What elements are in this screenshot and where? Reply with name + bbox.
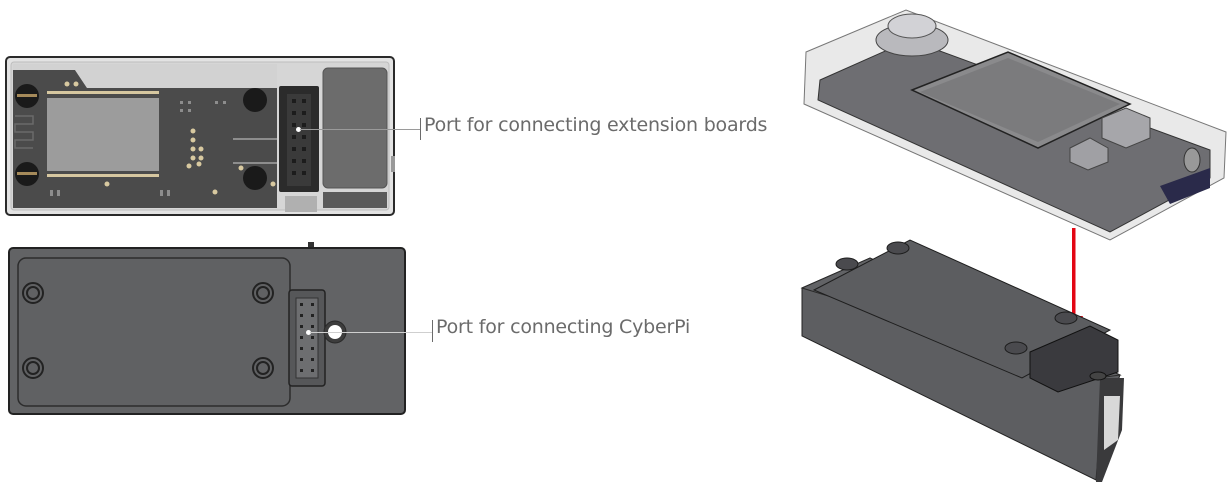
cyberpi-top-view-drawing: [5, 56, 395, 216]
cyberpi-iso: [803, 9, 1227, 241]
extension-port-leader-line: [300, 129, 420, 130]
cyberpi-port-marker: [306, 330, 311, 335]
extension-port-label: Port for connecting extension boards: [424, 114, 768, 136]
cyberpi-top-view: [5, 56, 397, 216]
extension-port-marker: [296, 127, 301, 132]
extension-port-label-tick: [420, 118, 421, 140]
header-pins: [292, 99, 306, 175]
cyberpi-port-label: Port for connecting CyberPi: [436, 316, 691, 338]
cyberpi-port-label-tick: [432, 320, 433, 342]
extension-board-view: [8, 242, 408, 418]
isometric-assembly-view: [790, 0, 1230, 494]
cyberpi-port-leader-line: [310, 332, 432, 333]
extension-board-iso: [800, 239, 1124, 482]
isometric-assembly-drawing: [800, 9, 1227, 482]
extension-board-drawing: [8, 242, 406, 415]
